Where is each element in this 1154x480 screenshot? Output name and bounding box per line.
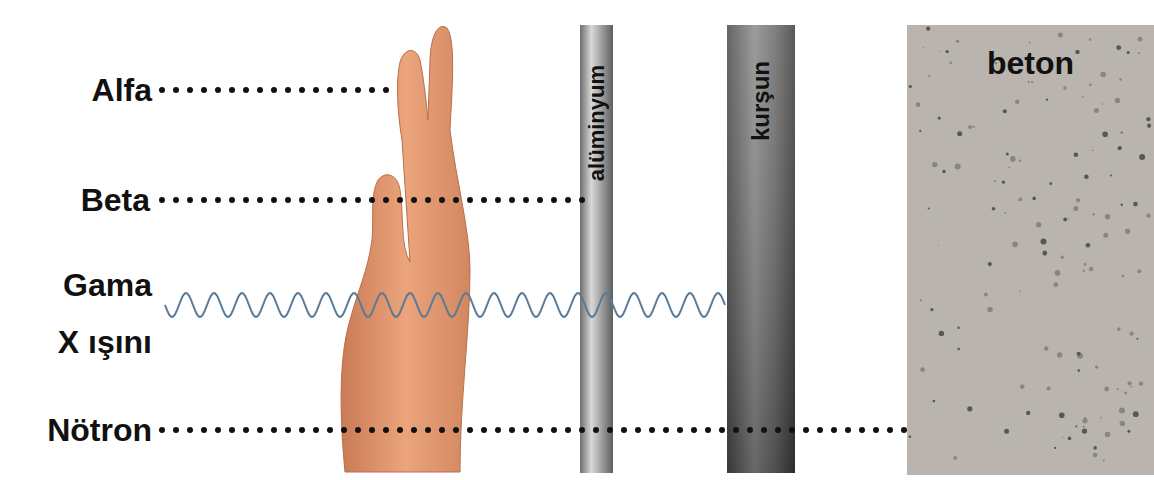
neutron-ray: [162, 427, 910, 433]
hand: [341, 27, 470, 472]
lead-plate: [727, 25, 795, 473]
concrete-texture: [909, 27, 1151, 462]
gamma-wave: [165, 293, 725, 316]
lead-shade: [727, 25, 795, 473]
shield-material: beton: [907, 25, 1154, 475]
material-name: kurşun: [749, 61, 773, 141]
radiation-label: Nötron: [47, 414, 152, 446]
material-name: beton: [987, 47, 1074, 79]
radiation-label: Alfa: [92, 74, 152, 106]
beta-ray: [162, 197, 584, 203]
material-name: alüminyum: [586, 65, 608, 181]
aluminium-plate: [580, 25, 613, 473]
radiation-label: Beta: [81, 184, 150, 216]
radiation-label: X ışını: [58, 326, 152, 358]
concrete-block: [907, 25, 1154, 475]
shield-material: alüminyum: [580, 25, 613, 473]
alpha-ray: [162, 87, 398, 93]
shield-material: kurşun: [727, 25, 795, 473]
radiation-label: Gama: [63, 269, 152, 301]
